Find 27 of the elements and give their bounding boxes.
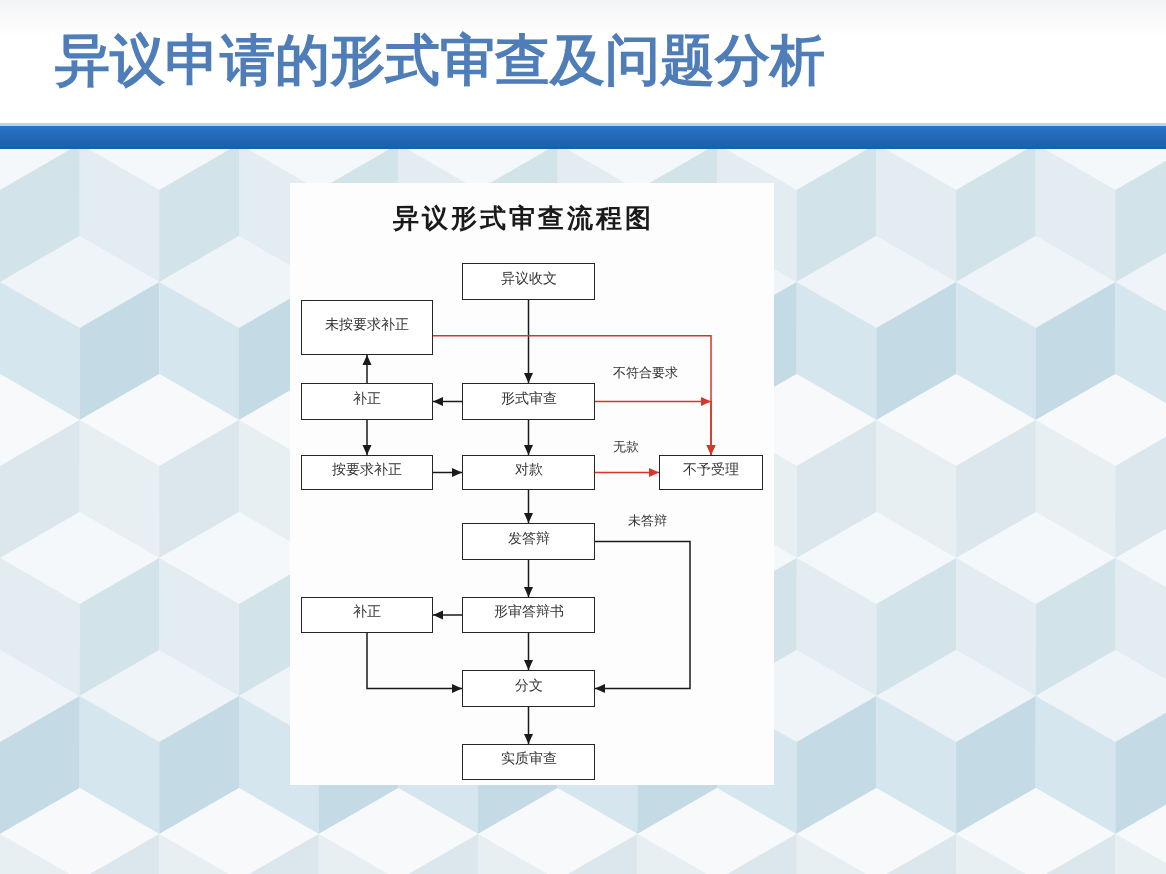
process-box: 形式审查 — [462, 383, 595, 420]
slide-title: 异议申请的形式审查及问题分析 — [55, 27, 825, 93]
arrow — [524, 706, 533, 745]
edge-label: 未答辩 — [625, 513, 669, 529]
chart-title: 异议形式审查流程图 — [393, 202, 654, 234]
arrow — [524, 559, 533, 598]
process-box: 分文 — [462, 670, 595, 707]
process-box: 补正 — [301, 597, 433, 633]
edge-label: 不符合要求 — [610, 365, 680, 381]
arrow — [366, 632, 463, 693]
process-box: 形审答辩书 — [462, 597, 595, 633]
arrow — [524, 489, 533, 524]
arrow — [362, 354, 372, 384]
process-box: 补正 — [301, 383, 433, 420]
process-box: 实质审查 — [462, 744, 595, 780]
arrow — [432, 468, 463, 477]
arrow — [524, 632, 533, 671]
arrow — [524, 299, 533, 384]
arrow — [524, 419, 533, 456]
process-box: 按要求补正 — [301, 455, 433, 490]
process-box: 未按要求补正 — [301, 300, 433, 355]
process-box: 对款 — [462, 455, 595, 490]
edge-label: 无款 — [611, 439, 641, 455]
arrow — [432, 610, 463, 620]
process-box: 发答辩 — [462, 523, 595, 560]
arrow — [432, 397, 463, 406]
arrow — [362, 419, 372, 456]
